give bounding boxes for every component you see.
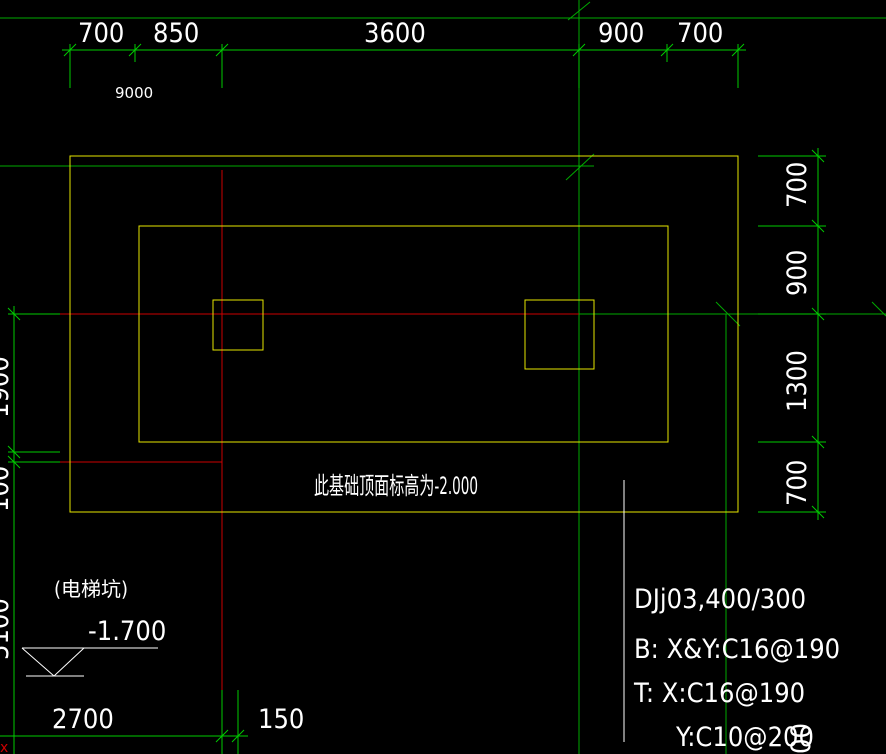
axis-tick-top-diagonal: [567, 1, 591, 21]
footing-outer-step: [69, 155, 739, 513]
top-dim-700-left: 700: [78, 18, 124, 49]
footing-spec-line-2: B: X&Y:C16@190: [634, 634, 840, 665]
top-dim-3600: 3600: [364, 18, 426, 49]
axis-tick-footing-top-diagonal: [565, 153, 595, 181]
left-dim-5100: 5100: [0, 598, 15, 660]
top-dimension-labels: 700 850 3600 900 700 9000: [78, 18, 723, 102]
right-dim-900: 900: [782, 250, 813, 296]
right-dimension-labels: 700 900 1300 700: [782, 162, 813, 506]
footing-spec-block: DJj03,400/300 B: X&Y:C16@190 T: X:C16@19…: [633, 584, 840, 753]
elevator-pit-label: (电梯坑): [54, 577, 128, 601]
right-dimension-chain: [758, 148, 826, 520]
left-dim-100: 100: [0, 466, 15, 512]
top-dim-900: 900: [598, 18, 644, 49]
top-dim-850: 850: [153, 18, 199, 49]
elevation-symbol: [21, 647, 158, 677]
axis-tick-far-right: [871, 301, 886, 317]
top-dimension-chain: [62, 43, 746, 88]
right-dim-700-bottom: 700: [782, 460, 813, 506]
footing-top-elevation-note: 此基础顶面标高为-2.000: [314, 472, 478, 500]
bottom-dimension-labels: 2700 150: [52, 704, 304, 735]
footing-spec-line-3: T: X:C16@190: [633, 678, 805, 709]
right-dim-1300: 1300: [782, 350, 813, 412]
elevator-pit-annotation: (电梯坑) -1.700: [21, 577, 166, 677]
bottom-dim-2700: 2700: [52, 704, 114, 735]
column-left: [212, 299, 264, 351]
footing-spec-line-1: DJj03,400/300: [634, 584, 806, 615]
bottom-dim-150: 150: [258, 704, 304, 735]
top-dim-700-right: 700: [677, 18, 723, 49]
right-dim-700-top: 700: [782, 162, 813, 208]
left-dimension-labels: 1900 100 5100: [0, 356, 15, 660]
footing-spec-line-4: Y:C10@200: [675, 722, 814, 753]
column-right: [524, 299, 595, 370]
bottom-right-fragment: 00: [786, 723, 817, 754]
axis-tick-right-inner: [715, 301, 741, 327]
footing-inner-step: [138, 225, 669, 443]
left-dimension-chain: [7, 306, 60, 754]
bottom-dimension-chain: [0, 690, 248, 754]
top-dim-total-9000: 9000: [115, 84, 153, 102]
elevator-pit-elevation: -1.700: [88, 616, 166, 647]
left-dim-1900: 1900: [0, 356, 15, 418]
footing-outlines: [69, 155, 739, 513]
corner-marker: x: [0, 740, 8, 754]
